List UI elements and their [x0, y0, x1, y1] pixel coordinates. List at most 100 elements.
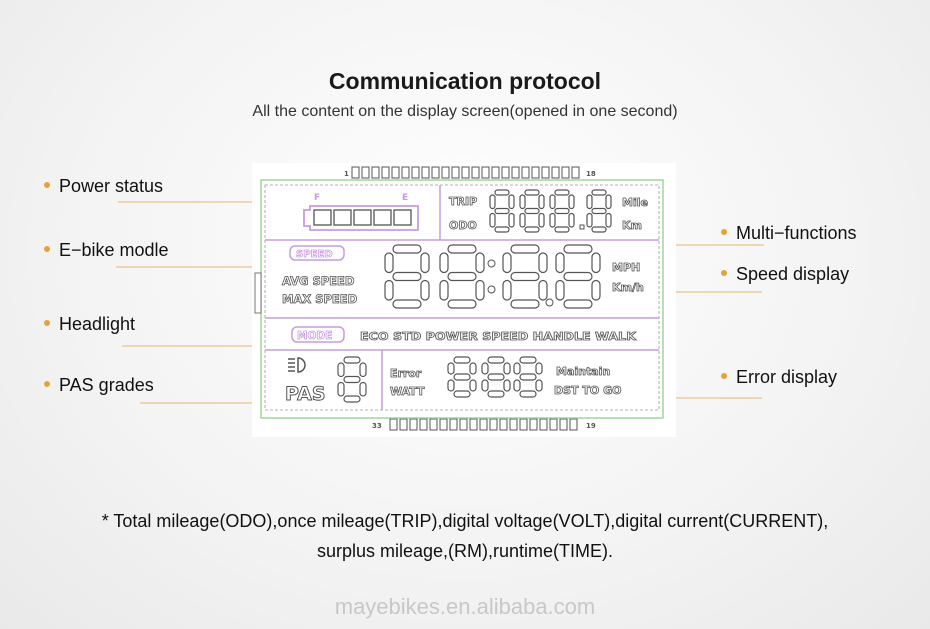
- seven-segment: [538, 252, 548, 274]
- seven-segment: [524, 189, 540, 196]
- pin-bottom: [439, 418, 448, 431]
- footnote-line-2: surplus mileage,(RM),runtime(TIME).: [316, 541, 614, 561]
- pin-bottom: [539, 418, 548, 431]
- seven-segment: [453, 356, 471, 364]
- pin-bottom: [429, 418, 438, 431]
- pin-bottom: [499, 418, 508, 431]
- seven-segment: [489, 212, 496, 228]
- avg-speed-label: AVG SPEED: [282, 274, 354, 288]
- speed-badge-label: SPEED: [296, 249, 333, 260]
- seven-segment: [359, 381, 367, 397]
- seven-segment: [510, 244, 540, 254]
- maintain-label: Maintain: [556, 365, 610, 378]
- pin-bottom: [559, 418, 568, 431]
- callout-ebike-modle: E−bike modle: [44, 240, 169, 261]
- seven-segment: [535, 379, 543, 392]
- pin-top: [551, 166, 560, 179]
- seven-segment: [508, 194, 515, 210]
- seven-segment: [591, 226, 607, 233]
- pin-top: [501, 166, 510, 179]
- pin-label-end: 18: [586, 170, 596, 178]
- seven-segment: [447, 244, 477, 254]
- seven-segment: [586, 212, 593, 228]
- seven-segment: [519, 356, 537, 364]
- headlight-icon: [288, 357, 306, 373]
- seven-segment: [502, 252, 512, 274]
- modes-label: ECO STD POWER SPEED HANDLE WALK: [360, 330, 637, 343]
- seven-segment: [524, 226, 540, 233]
- seven-segment: [513, 362, 521, 375]
- seven-segment: [538, 212, 545, 228]
- seven-segment: [538, 194, 545, 210]
- pin-top: [571, 166, 580, 179]
- pin-top: [401, 166, 410, 179]
- error-label: Error: [390, 367, 422, 380]
- seven-segment: [519, 390, 537, 398]
- pin-top: [411, 166, 420, 179]
- seven-segment: [439, 279, 449, 301]
- seven-segment: [420, 252, 430, 274]
- seven-segment: [555, 279, 565, 301]
- seven-segment: [359, 362, 367, 378]
- seven-segment: [392, 299, 422, 309]
- seven-segment: [503, 362, 511, 375]
- seven-segment: [343, 375, 361, 384]
- bullet-dot-icon: [44, 246, 50, 253]
- pin-top: [431, 166, 440, 179]
- seven-segment: [510, 299, 540, 309]
- seven-segment: [420, 279, 430, 301]
- seven-segment: [513, 379, 521, 392]
- bullet-dot-icon: [721, 373, 727, 380]
- pin-top: [491, 166, 500, 179]
- pin-top: [461, 166, 470, 179]
- max-speed-label: MAX SPEED: [282, 292, 357, 306]
- seven-segment: [384, 279, 394, 301]
- pin-top: [531, 166, 540, 179]
- seven-segment: [494, 189, 510, 196]
- seven-segment: [481, 362, 489, 375]
- pin-bottom: [489, 418, 498, 431]
- seven-segment: [494, 226, 510, 233]
- seven-segment: [591, 252, 601, 274]
- pin-top: [391, 166, 400, 179]
- seven-segment: [503, 379, 511, 392]
- pin-top: [471, 166, 480, 179]
- bullet-dot-icon: [44, 182, 50, 189]
- pin-top: [381, 166, 390, 179]
- seven-segment: [568, 194, 575, 210]
- seven-segment: [384, 252, 394, 274]
- seven-segment: [447, 299, 477, 309]
- lcd-top-pins: [351, 166, 580, 179]
- seven-segment: [519, 373, 537, 381]
- seven-segment: [519, 212, 526, 228]
- callout-speed-display: Speed display: [721, 264, 849, 285]
- bullet-dot-icon: [721, 270, 727, 277]
- seven-segment: [549, 212, 556, 228]
- pin-bottom: [469, 418, 478, 431]
- seven-segment: [487, 373, 505, 381]
- pin-top: [361, 166, 370, 179]
- seven-segment: [475, 279, 485, 301]
- seven-segment: [337, 362, 345, 378]
- seven-segment: [554, 226, 570, 233]
- seven-segment: [453, 373, 471, 381]
- seven-segment: [555, 252, 565, 274]
- speed-digits: [384, 244, 601, 309]
- pin-bottom: [459, 418, 468, 431]
- seven-segment: [510, 271, 540, 282]
- seven-segment: [508, 212, 515, 228]
- seven-segment: [591, 189, 607, 196]
- seven-segment: [447, 362, 455, 375]
- multi-function-digits: [489, 189, 612, 233]
- seven-segment: [591, 207, 607, 215]
- pin-bottom: [529, 418, 538, 431]
- pin-bottom: [399, 418, 408, 431]
- pin-bottom: [479, 418, 488, 431]
- pin-bottom: [569, 418, 578, 431]
- pin-top: [481, 166, 490, 179]
- mile-label: Mile: [622, 196, 648, 209]
- pin-top: [451, 166, 460, 179]
- pin-bottom: [509, 418, 518, 431]
- pin-top: [441, 166, 450, 179]
- seven-segment: [554, 189, 570, 196]
